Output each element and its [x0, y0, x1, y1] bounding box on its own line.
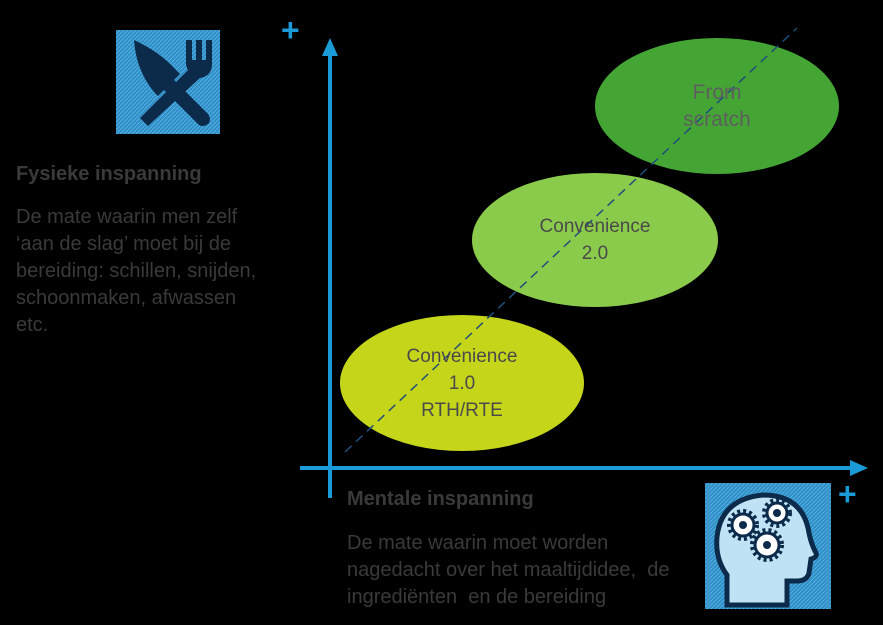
- ellipse-label-line: Convenience: [539, 216, 651, 237]
- diagonal-trend-line: [344, 27, 798, 453]
- mental-description-line: ingrediënten en de bereiding: [347, 586, 607, 608]
- mental-description-line: De mate waarin moet worden: [347, 532, 609, 554]
- ellipse-label-line: scratch: [683, 108, 751, 131]
- ellipse-label-line: Convenience: [406, 345, 518, 367]
- physical-effort-description: De mate waarin men zelf ‘aan de slag’ mo…: [16, 204, 256, 339]
- fork-knife-icon: [116, 30, 220, 134]
- physical-description-line: bereiding: schillen, snijden,: [16, 260, 257, 282]
- mental-description-line: nagedacht over het maaltijdidee, de: [347, 559, 670, 581]
- ellipse-convenience-2: [472, 173, 718, 307]
- physical-description-line: De mate waarin men zelf: [16, 206, 238, 228]
- physical-description-line: ‘aan de slag’ moet bij de: [16, 233, 231, 255]
- physical-description-line: etc.: [16, 314, 49, 336]
- ellipse-label-line: 2.0: [581, 243, 609, 264]
- ellipse-from-scratch: [595, 38, 839, 174]
- mental-effort-heading: Mentale inspanning: [347, 488, 534, 510]
- y-axis-plus-label: +: [281, 12, 300, 48]
- ellipse-label-from-scratch: From scratch: [635, 77, 799, 135]
- ellipse-label-convenience-2: Convenience 2.0: [513, 211, 677, 269]
- ellipse-label-line: RTH/RTE: [421, 399, 503, 421]
- mental-effort-description: De mate waarin moet worden nagedacht ove…: [347, 530, 669, 611]
- ellipse-label-convenience-1: Convenience 1.0 RTH/RTE: [380, 341, 544, 425]
- physical-description-line: schoonmaken, afwassen: [16, 287, 237, 309]
- ellipse-convenience-1: [340, 315, 584, 451]
- x-axis-arrowhead: [850, 460, 868, 476]
- physical-effort-heading: Fysieke inspanning: [16, 163, 202, 185]
- head-gears-icon: [705, 483, 831, 609]
- ellipse-label-line: 1.0: [448, 372, 476, 394]
- ellipse-label-line: From: [692, 81, 742, 104]
- y-axis-arrowhead: [322, 38, 338, 56]
- x-axis-plus-label: +: [838, 476, 857, 512]
